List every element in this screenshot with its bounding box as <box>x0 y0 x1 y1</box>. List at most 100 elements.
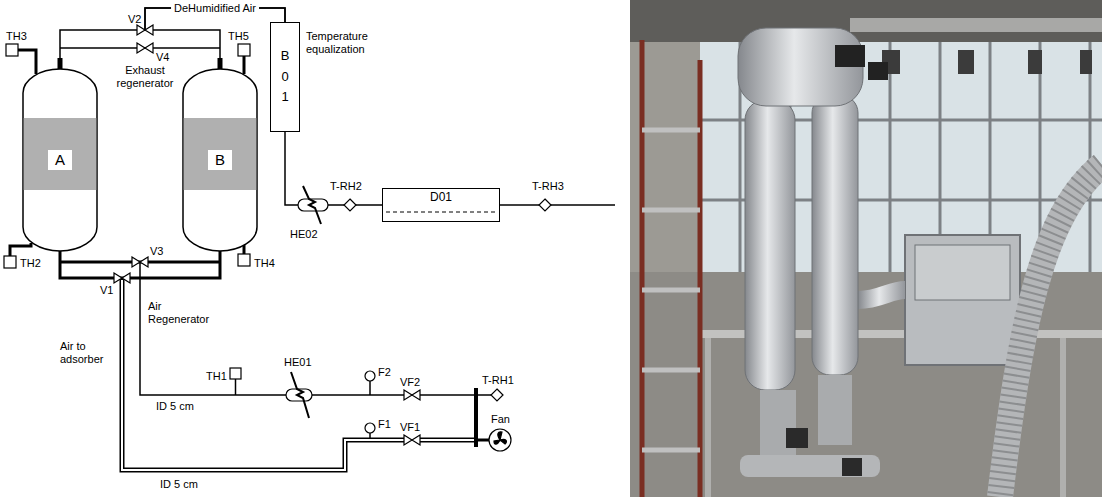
pipe-line <box>218 58 223 69</box>
lab-photo <box>1028 50 1042 74</box>
sensor-label: T-RH1 <box>482 374 514 387</box>
sensor-label: T-RH3 <box>532 180 564 193</box>
sensor-label: T-RH2 <box>330 180 362 193</box>
pipe-line <box>10 243 31 256</box>
sensor-label: TH4 <box>254 257 275 270</box>
lab-photo <box>1080 50 1092 74</box>
valve-symbol <box>140 257 148 267</box>
lab-photo <box>786 428 808 448</box>
vessel-label: B 0 1 <box>279 46 292 108</box>
lab-photo <box>642 40 700 497</box>
sensor-label: TH5 <box>228 30 249 43</box>
pipe-connector <box>60 8 285 68</box>
pipe-line <box>551 204 615 206</box>
sensor-symbol <box>238 44 250 56</box>
pipe-line <box>243 56 246 74</box>
lab-photo <box>905 235 1020 365</box>
valve-label: VF1 <box>400 421 420 434</box>
lab-photo <box>630 0 1102 497</box>
humidity-sensor-symbol <box>344 199 356 211</box>
adsorbent-bed <box>184 118 257 190</box>
pipe-line <box>312 394 404 396</box>
double-pipe <box>122 280 404 470</box>
sensor-symbol <box>238 254 250 266</box>
pipe-line <box>476 394 491 396</box>
valve-symbol <box>145 43 153 53</box>
sensor-label: F1 <box>378 418 391 431</box>
fan-symbol <box>494 432 506 444</box>
pipe-line <box>10 48 615 447</box>
sensor-symbol <box>6 44 18 56</box>
flow-label: Air Regenerator <box>148 300 214 325</box>
lab-photo <box>642 130 700 450</box>
lab-photo <box>835 45 865 67</box>
pipe-connector <box>145 8 285 68</box>
valve-label: V1 <box>100 284 113 297</box>
dimension-label: ID 5 cm <box>160 478 198 491</box>
lab-photo <box>818 375 852 445</box>
lab-photo <box>868 62 888 80</box>
pipe-line <box>420 394 476 396</box>
column-label: A <box>48 150 72 169</box>
sensor-symbol <box>4 256 16 268</box>
lab-photo <box>630 0 1102 497</box>
valve-symbol <box>412 435 420 445</box>
double-pipe <box>420 439 474 441</box>
heat-exchanger-symbol <box>291 372 309 418</box>
lab-photo <box>1000 165 1102 497</box>
pipe-line <box>369 381 371 395</box>
pipe-line <box>476 439 489 442</box>
valve-label: V2 <box>128 13 141 26</box>
chamber-label: D01 <box>430 191 452 205</box>
column-outline <box>23 69 97 251</box>
fan-symbol <box>489 429 511 451</box>
pipe-line <box>500 204 539 206</box>
sensor-label: F2 <box>378 366 391 379</box>
flow-label: Air to adsorber <box>60 340 110 365</box>
valve-symbol <box>137 43 145 53</box>
humidity-sensor-symbol <box>539 199 551 211</box>
valve-symbol <box>404 435 412 445</box>
buffer-vessel: B 0 1 <box>270 22 300 132</box>
sensor-symbol <box>230 368 241 379</box>
adsorber-column: B <box>182 68 258 252</box>
component-label: Fan <box>491 413 510 426</box>
sample-tray <box>386 212 496 213</box>
valve-label: V4 <box>156 51 169 64</box>
double-pipe <box>420 438 476 443</box>
pipe-line <box>140 262 286 395</box>
fan-symbol <box>489 429 511 451</box>
column-label: B <box>208 150 232 169</box>
sensor-label: TH3 <box>6 30 27 43</box>
pipe-line <box>58 58 63 69</box>
valve-symbol <box>145 25 153 35</box>
humidity-sensor-symbol <box>344 199 551 401</box>
flowmeter-symbol <box>365 371 375 433</box>
column-outline <box>183 69 257 251</box>
lab-photo <box>1060 338 1066 497</box>
pipe-connector <box>285 132 382 205</box>
double-pipe <box>122 278 404 470</box>
valve-symbol <box>114 273 122 283</box>
test-chamber: D01 <box>382 188 500 222</box>
lab-photo <box>842 458 862 476</box>
lab-photo <box>850 18 1102 32</box>
sample-tray <box>386 212 496 213</box>
valve-symbol <box>404 390 412 400</box>
adsorber-column: A <box>22 68 98 252</box>
heat-exchanger-symbol <box>286 186 328 418</box>
lab-photo <box>630 0 1102 42</box>
component-label: HE01 <box>284 356 312 369</box>
sensor-label: TH1 <box>206 370 227 383</box>
valve-symbol <box>122 273 130 283</box>
lab-photo <box>812 95 858 375</box>
lab-photo <box>745 100 795 390</box>
adsorbent-bed <box>24 118 97 190</box>
valve-label: VF2 <box>400 376 420 389</box>
valve-symbol <box>412 390 420 400</box>
flowmeter-symbol <box>365 371 375 381</box>
pipe-line <box>235 379 237 395</box>
heat-exchanger-symbol <box>303 186 321 224</box>
